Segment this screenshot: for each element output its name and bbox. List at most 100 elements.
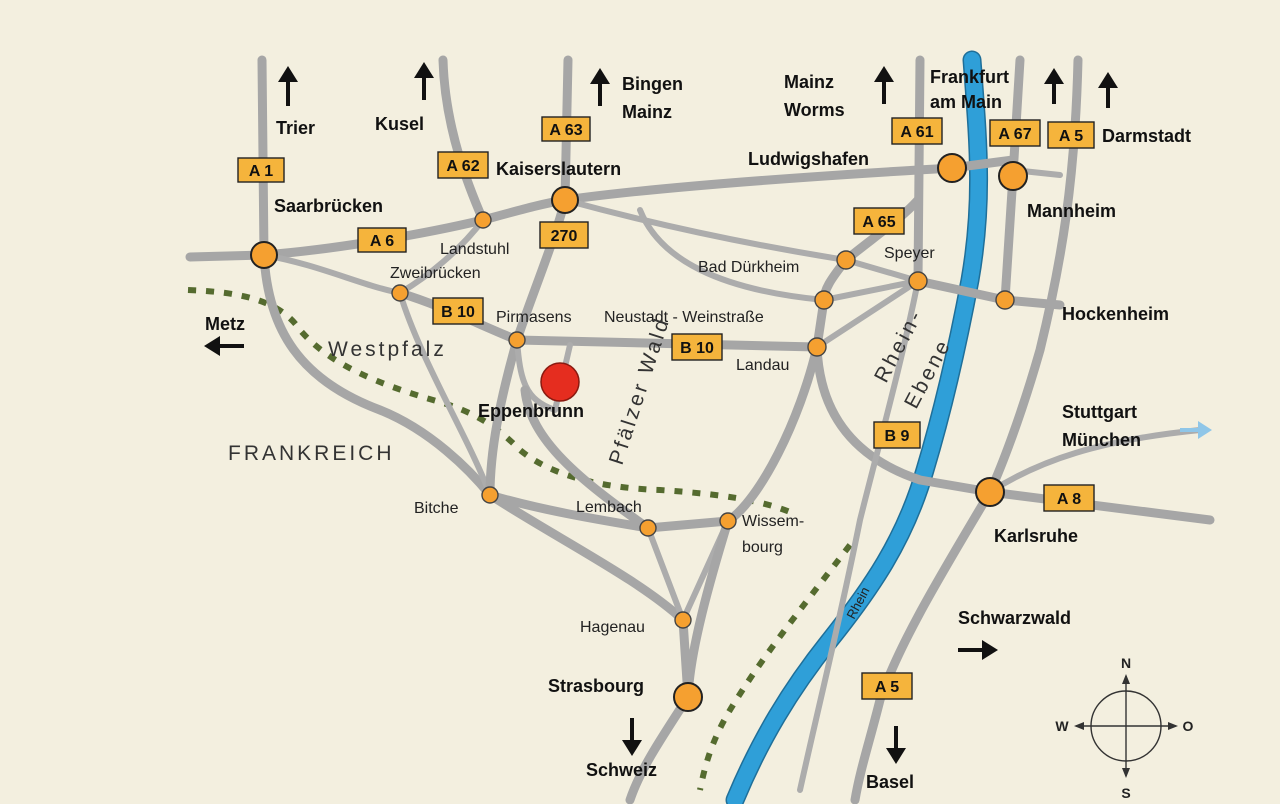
shield-b10-west: B 10 bbox=[432, 297, 484, 325]
label-stuttgart: Stuttgart bbox=[1062, 402, 1137, 422]
label-landau: Landau bbox=[736, 357, 789, 374]
label-speyer: Speyer bbox=[884, 245, 935, 262]
arrow-metz bbox=[204, 336, 244, 356]
arrow-kusel bbox=[414, 62, 434, 100]
label-mainz-2: Mainz bbox=[784, 72, 834, 92]
label-westpfalz: Westpfalz bbox=[328, 338, 447, 361]
label-frankreich: FRANKREICH bbox=[228, 442, 395, 465]
label-pirmasens: Pirmasens bbox=[496, 309, 572, 326]
svg-text:A 5: A 5 bbox=[875, 679, 899, 696]
label-bingen: Bingen bbox=[622, 74, 683, 94]
marker-kaiserslautern bbox=[551, 186, 579, 214]
label-strasbourg: Strasbourg bbox=[548, 676, 644, 696]
svg-text:A 61: A 61 bbox=[900, 124, 933, 141]
svg-text:B 10: B 10 bbox=[680, 340, 714, 357]
shield-a8: A 8 bbox=[1043, 484, 1095, 512]
shield-a1: A 1 bbox=[237, 157, 285, 183]
rhein-river bbox=[725, 50, 989, 804]
marker-strasbourg bbox=[673, 682, 703, 712]
shield-a5-south: A 5 bbox=[861, 672, 913, 700]
svg-text:B 9: B 9 bbox=[885, 428, 910, 445]
label-muenchen: München bbox=[1062, 430, 1141, 450]
marker-mannheim bbox=[998, 161, 1028, 191]
shield-b10-east: B 10 bbox=[671, 333, 723, 361]
label-zweibruecken: Zweibrücken bbox=[390, 265, 481, 282]
arrow-bingen bbox=[590, 68, 610, 106]
arrow-trier bbox=[278, 66, 298, 106]
label-kusel: Kusel bbox=[375, 114, 424, 134]
arrow-schwarzwald bbox=[958, 640, 998, 660]
label-pfaelzer-wald: Pfälzer Wald bbox=[605, 314, 675, 468]
marker-wissembourg bbox=[719, 512, 737, 530]
label-basel: Basel bbox=[866, 772, 914, 792]
marker-hockenheim bbox=[995, 290, 1015, 310]
svg-text:A 8: A 8 bbox=[1057, 491, 1081, 508]
label-neustadt: Neustadt - Weinstraße bbox=[604, 309, 764, 326]
marker-zweibruecken bbox=[391, 284, 409, 302]
label-wissembourg-1: Wissem- bbox=[742, 513, 804, 530]
national-border bbox=[187, 287, 853, 791]
svg-text:A 63: A 63 bbox=[549, 122, 582, 139]
label-metz: Metz bbox=[205, 314, 245, 334]
shield-a6: A 6 bbox=[357, 227, 407, 253]
svg-text:A 62: A 62 bbox=[446, 158, 479, 175]
svg-text:A 1: A 1 bbox=[249, 163, 273, 180]
label-bad-duerkheim: Bad Dürkheim bbox=[698, 259, 799, 276]
label-darmstadt: Darmstadt bbox=[1102, 126, 1191, 146]
marker-bad-duerkheim bbox=[836, 250, 856, 270]
arrow-basel bbox=[886, 726, 906, 764]
marker-speyer bbox=[908, 271, 928, 291]
label-frankfurt-1: Frankfurt bbox=[930, 67, 1009, 87]
marker-lembach bbox=[639, 519, 657, 537]
label-saarbruecken: Saarbrücken bbox=[274, 196, 383, 216]
marker-karlsruhe bbox=[975, 477, 1005, 507]
marker-bitche bbox=[481, 486, 499, 504]
arrow-frankfurt bbox=[1044, 68, 1064, 104]
shield-a67: A 67 bbox=[989, 119, 1041, 147]
shield-b9: B 9 bbox=[873, 421, 921, 449]
marker-saarbruecken bbox=[250, 241, 278, 269]
svg-text:A 5: A 5 bbox=[1059, 128, 1083, 145]
label-trier: Trier bbox=[276, 118, 315, 138]
label-hagenau: Hagenau bbox=[580, 619, 645, 636]
label-frankfurt-2: am Main bbox=[930, 92, 1002, 112]
label-ludwigshafen: Ludwigshafen bbox=[748, 149, 869, 169]
marker-landstuhl bbox=[474, 211, 492, 229]
shield-a62: A 62 bbox=[437, 151, 489, 179]
marker-neustadt bbox=[814, 290, 834, 310]
marker-pirmasens bbox=[508, 331, 526, 349]
marker-ludwigshafen bbox=[937, 153, 967, 183]
label-wissembourg-2: bourg bbox=[742, 539, 783, 556]
svg-text:270: 270 bbox=[551, 228, 578, 245]
label-eppenbrunn: Eppenbrunn bbox=[478, 401, 584, 421]
label-landstuhl: Landstuhl bbox=[440, 241, 509, 258]
compass-n: N bbox=[1121, 655, 1131, 671]
compass-rose: N S W O bbox=[1055, 655, 1193, 801]
label-mainz-1: Mainz bbox=[622, 102, 672, 122]
label-worms: Worms bbox=[784, 100, 845, 120]
label-mannheim: Mannheim bbox=[1027, 201, 1116, 221]
svg-text:A 65: A 65 bbox=[862, 214, 895, 231]
compass-s: S bbox=[1121, 785, 1130, 801]
arrow-schweiz bbox=[622, 718, 642, 756]
label-schwarzwald: Schwarzwald bbox=[958, 608, 1071, 628]
compass-o: O bbox=[1183, 718, 1194, 734]
label-bitche: Bitche bbox=[414, 500, 459, 517]
city-markers bbox=[250, 153, 1028, 712]
svg-text:B 10: B 10 bbox=[441, 304, 475, 321]
label-schweiz: Schweiz bbox=[586, 760, 657, 780]
marker-hagenau bbox=[674, 611, 692, 629]
label-kaiserslautern: Kaiserslautern bbox=[496, 159, 621, 179]
compass-w: W bbox=[1055, 718, 1069, 734]
shield-a61: A 61 bbox=[891, 117, 943, 145]
marker-eppenbrunn bbox=[540, 362, 580, 402]
label-lembach: Lembach bbox=[576, 499, 642, 516]
label-hockenheim: Hockenheim bbox=[1062, 304, 1169, 324]
svg-text:A 6: A 6 bbox=[370, 233, 394, 250]
shield-a65: A 65 bbox=[853, 207, 905, 235]
marker-landau bbox=[807, 337, 827, 357]
arrow-mainz-worms bbox=[874, 66, 894, 104]
label-karlsruhe: Karlsruhe bbox=[994, 526, 1078, 546]
shield-a63: A 63 bbox=[541, 116, 591, 142]
